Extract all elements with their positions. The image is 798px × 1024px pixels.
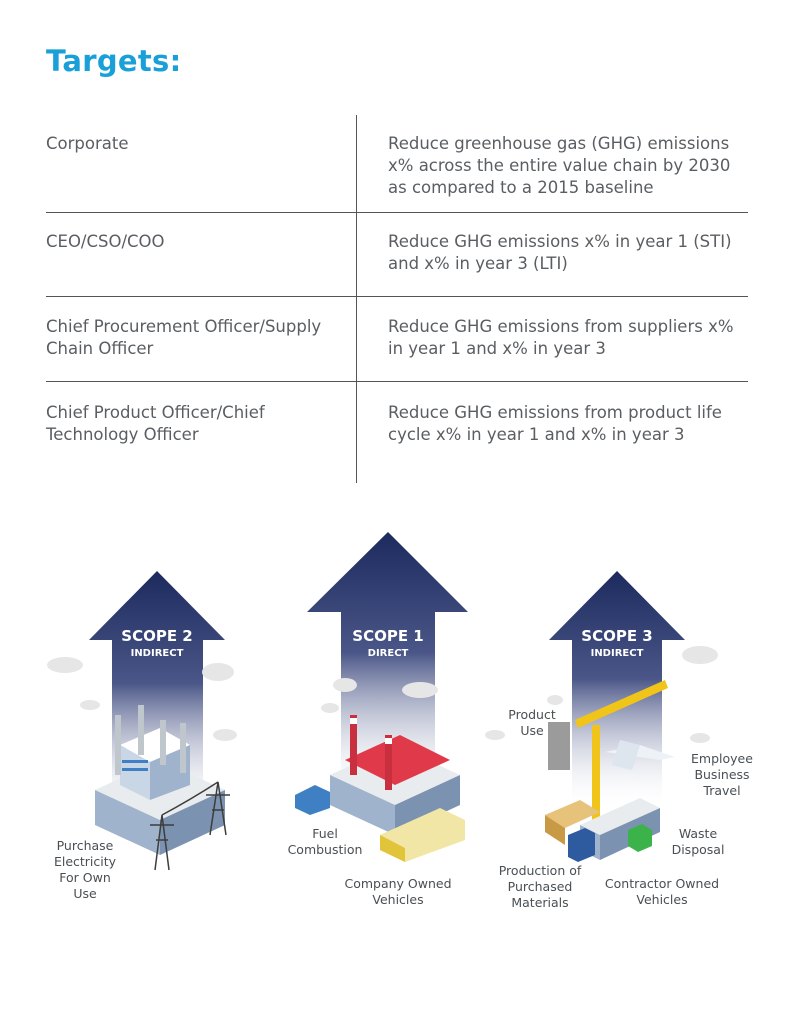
targets-table: Corporate Reduce greenhouse gas (GHG) em… [46,115,748,483]
target-cell: Reduce GHG emissions from suppliers x% i… [388,317,734,358]
scope-name: SCOPE 3 [581,627,652,645]
scope3-arrow [549,571,685,810]
clouds [47,646,718,743]
scope-type: INDIRECT [591,648,644,659]
column-divider [356,115,357,483]
row-divider [46,296,748,297]
scope-name: SCOPE 1 [352,627,423,645]
role-cell: Chief Product Officer/Chief Technology O… [46,403,265,444]
row-divider [46,381,748,382]
role-cell: CEO/CSO/COO [46,232,165,251]
page-title: Targets: [46,44,182,78]
scope-name: SCOPE 2 [121,627,192,645]
role-cell: Chief Procurement Officer/Supply Chain O… [46,317,322,358]
scope-type: DIRECT [368,648,409,659]
target-cell: Reduce greenhouse gas (GHG) emissions x%… [388,134,731,197]
scope-diagram: SCOPE 2 INDIRECT SCOPE 1 DIRECT SCOPE 3 … [47,532,753,910]
scope1-arrow [307,532,468,800]
row-divider [46,212,748,213]
scope-type: INDIRECT [131,648,184,659]
scope3-illustration [545,680,675,862]
power-plant-illustration [95,705,230,871]
factory-illustration [295,715,465,862]
target-cell: Reduce GHG emissions from product life c… [388,403,722,444]
role-cell: Corporate [46,134,129,153]
target-cell: Reduce GHG emissions x% in year 1 (STI) … [388,232,732,273]
